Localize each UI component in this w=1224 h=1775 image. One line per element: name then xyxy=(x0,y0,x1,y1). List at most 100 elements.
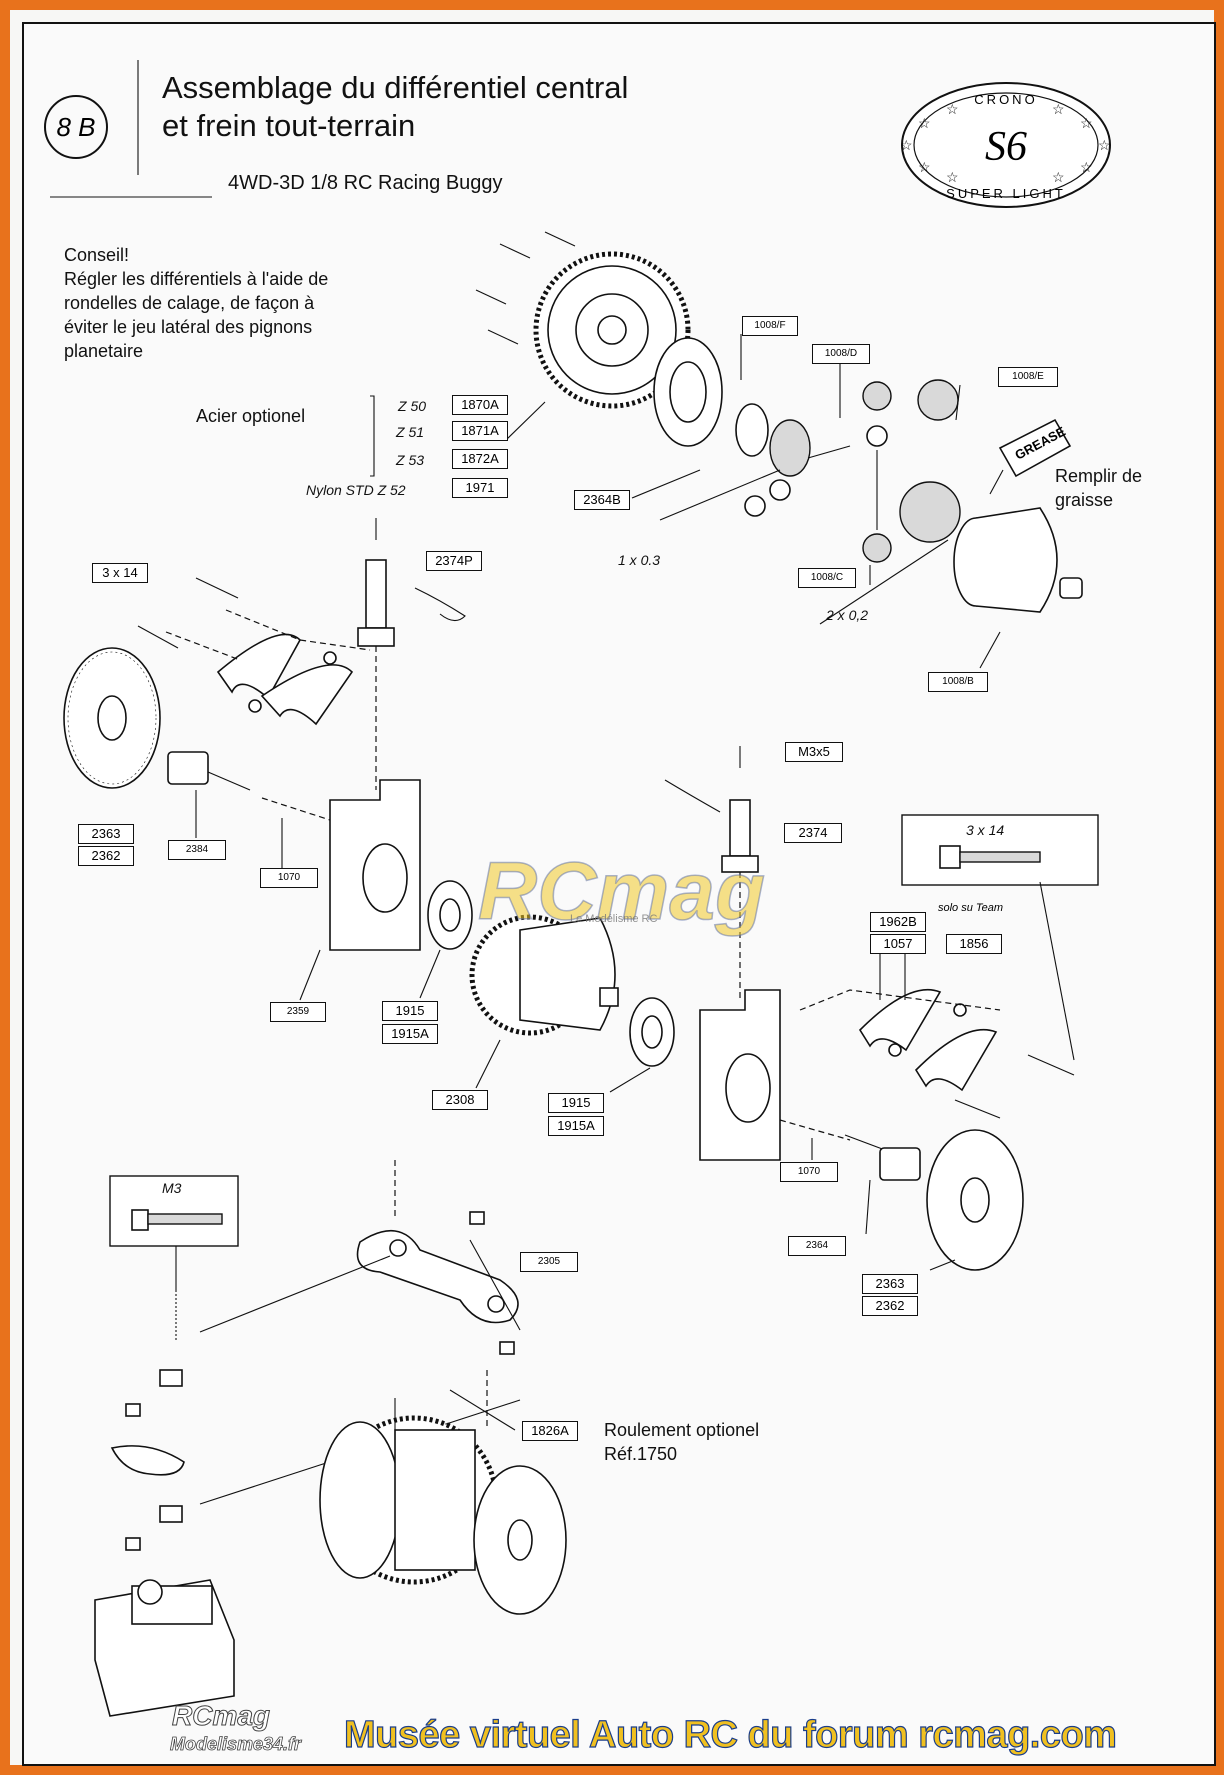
gear-option-label: Nylon STD Z 52 xyxy=(306,482,406,498)
svg-text:☆: ☆ xyxy=(1098,137,1111,153)
servo-horn xyxy=(110,1445,185,1476)
part-tag: 2363 xyxy=(78,824,134,844)
tip-heading: Conseil! xyxy=(64,245,130,265)
part-tag: 2362 xyxy=(78,846,134,866)
part-tag: 1070 xyxy=(260,868,318,888)
logo-bottom-text: SUPER LIGHT xyxy=(946,186,1066,201)
bulkhead-right xyxy=(699,989,781,1161)
part-tag: 1915 xyxy=(548,1093,604,1113)
diff-outdrive xyxy=(735,403,851,477)
brake-assembly-complete xyxy=(319,1398,567,1615)
part-tag: 2364B xyxy=(574,490,630,510)
brake-lever-post-right xyxy=(664,746,759,873)
star-icon: ☆ ☆ ☆ ☆ ☆ ☆ ☆ ☆ ☆ ☆ xyxy=(900,101,1111,185)
optional-bearing-line-2: Réf.1750 xyxy=(604,1444,678,1464)
watermark-center-sub: Le Modélisme RC xyxy=(570,913,658,925)
gear-option-label: Z 53 xyxy=(396,452,425,468)
part-tag: 1008/E xyxy=(998,367,1058,387)
brake-outdrive-right xyxy=(844,1134,921,1181)
part-tag: 1826A xyxy=(522,1421,578,1441)
shim-label: 2 x 0,2 xyxy=(826,607,869,623)
screw-size-label: M3 xyxy=(162,1180,182,1196)
bearing-right xyxy=(629,997,675,1067)
center-diff-assembly xyxy=(469,914,619,1036)
footer-banner: Musée virtuel Auto RC du forum rcmag.com xyxy=(343,1713,1117,1756)
tip-box: Conseil! Régler les différentiels à l'ai… xyxy=(64,243,329,363)
watermark-corner-1: RCmag xyxy=(171,1700,271,1732)
part-tag: 2363 xyxy=(862,1274,918,1294)
watermark-corner-2: Modelisme34.fr xyxy=(170,1734,302,1755)
optional-bearing-note: Roulement optionel Réf.1750 xyxy=(604,1418,759,1466)
ball-joints xyxy=(125,1211,515,1551)
crono-logo: CRONO S6 SUPER LIGHT ☆ ☆ ☆ ☆ ☆ ☆ ☆ ☆ ☆ ☆ xyxy=(900,82,1111,208)
grease-note-line-1: Remplir de xyxy=(1055,466,1143,486)
diff-gears xyxy=(744,379,961,563)
svg-text:☆: ☆ xyxy=(946,169,959,185)
servo xyxy=(94,1579,235,1717)
diff-case xyxy=(953,507,1083,613)
part-tag: 2308 xyxy=(432,1090,488,1110)
gear-option-ref: 1870A xyxy=(452,395,508,415)
part-tag: 1962B xyxy=(870,912,926,932)
part-tag: 1070 xyxy=(780,1162,838,1182)
part-tag: M3x5 xyxy=(785,742,843,762)
page-title-line-2: et frein tout-terrain xyxy=(162,108,416,143)
svg-text:☆: ☆ xyxy=(946,101,959,117)
brake-linkage-plate xyxy=(356,1229,519,1324)
solo-team-note: solo su Team xyxy=(938,902,1004,914)
gear-option-ref: 1871A xyxy=(452,421,508,441)
svg-text:☆: ☆ xyxy=(900,137,913,153)
logo-top-text: CRONO xyxy=(974,92,1037,107)
gear-option-ref: 1872A xyxy=(452,449,508,469)
part-tag: 1057 xyxy=(870,934,926,954)
part-tag: 1008/C xyxy=(798,568,856,588)
brake-screws-left xyxy=(137,577,239,649)
brake-disc-left xyxy=(63,647,161,789)
part-tag: 1008/D xyxy=(812,344,870,364)
gear-option-label: Z 51 xyxy=(396,424,425,440)
part-tag: 3 x 14 xyxy=(92,563,148,583)
part-tag: 1915A xyxy=(382,1024,438,1044)
screw-3x14-box xyxy=(901,814,1099,886)
watermark-center: RCmag xyxy=(477,845,766,938)
brake-screws-right xyxy=(954,1054,1075,1119)
step-number: 8 B xyxy=(44,95,108,159)
svg-text:☆: ☆ xyxy=(918,115,931,131)
bulkhead-left xyxy=(329,779,421,951)
part-tag: 2364 xyxy=(788,1236,846,1256)
brake-outdrive-left xyxy=(167,751,251,791)
part-tag: 2359 xyxy=(270,1002,326,1022)
optional-bearing-line-1: Roulement optionel xyxy=(604,1420,760,1440)
part-tag: 1008/B xyxy=(928,672,988,692)
svg-text:☆: ☆ xyxy=(1080,115,1093,131)
part-tag: 2374 xyxy=(784,823,842,843)
gear-option-label: Z 50 xyxy=(398,398,427,414)
brake-pads-right xyxy=(858,988,998,1092)
logo-center-text: S6 xyxy=(985,124,1027,170)
bearing-left xyxy=(427,880,473,950)
part-tag: 2374P xyxy=(426,551,482,571)
gear-options-heading: Acier optionel xyxy=(196,406,306,426)
part-tag: 2384 xyxy=(168,840,226,860)
svg-text:☆: ☆ xyxy=(918,159,931,175)
part-tag: 1915A xyxy=(548,1116,604,1136)
grease-note: Remplir de graisse xyxy=(1055,464,1142,512)
gear-option-ref: 1971 xyxy=(452,478,508,498)
spur-gear-top xyxy=(533,251,691,409)
brake-disc-right xyxy=(926,1129,1024,1271)
page-subtitle: 4WD-3D 1/8 RC Racing Buggy xyxy=(228,172,503,194)
svg-text:☆: ☆ xyxy=(1052,169,1065,185)
diff-plate xyxy=(653,337,723,447)
svg-text:☆: ☆ xyxy=(1080,159,1093,175)
differential-screws xyxy=(475,231,576,345)
brake-lever-post-left xyxy=(357,518,466,647)
page-title-line-1: Assemblage du différentiel central xyxy=(162,70,629,105)
svg-text:☆: ☆ xyxy=(1052,101,1065,117)
screw-m3-box xyxy=(109,1175,239,1247)
part-tag: 1915 xyxy=(382,1001,438,1021)
part-tag: 2362 xyxy=(862,1296,918,1316)
brake-pads-left xyxy=(216,633,354,726)
screw-size-label: 3 x 14 xyxy=(966,822,1005,838)
part-tag: 1856 xyxy=(946,934,1002,954)
